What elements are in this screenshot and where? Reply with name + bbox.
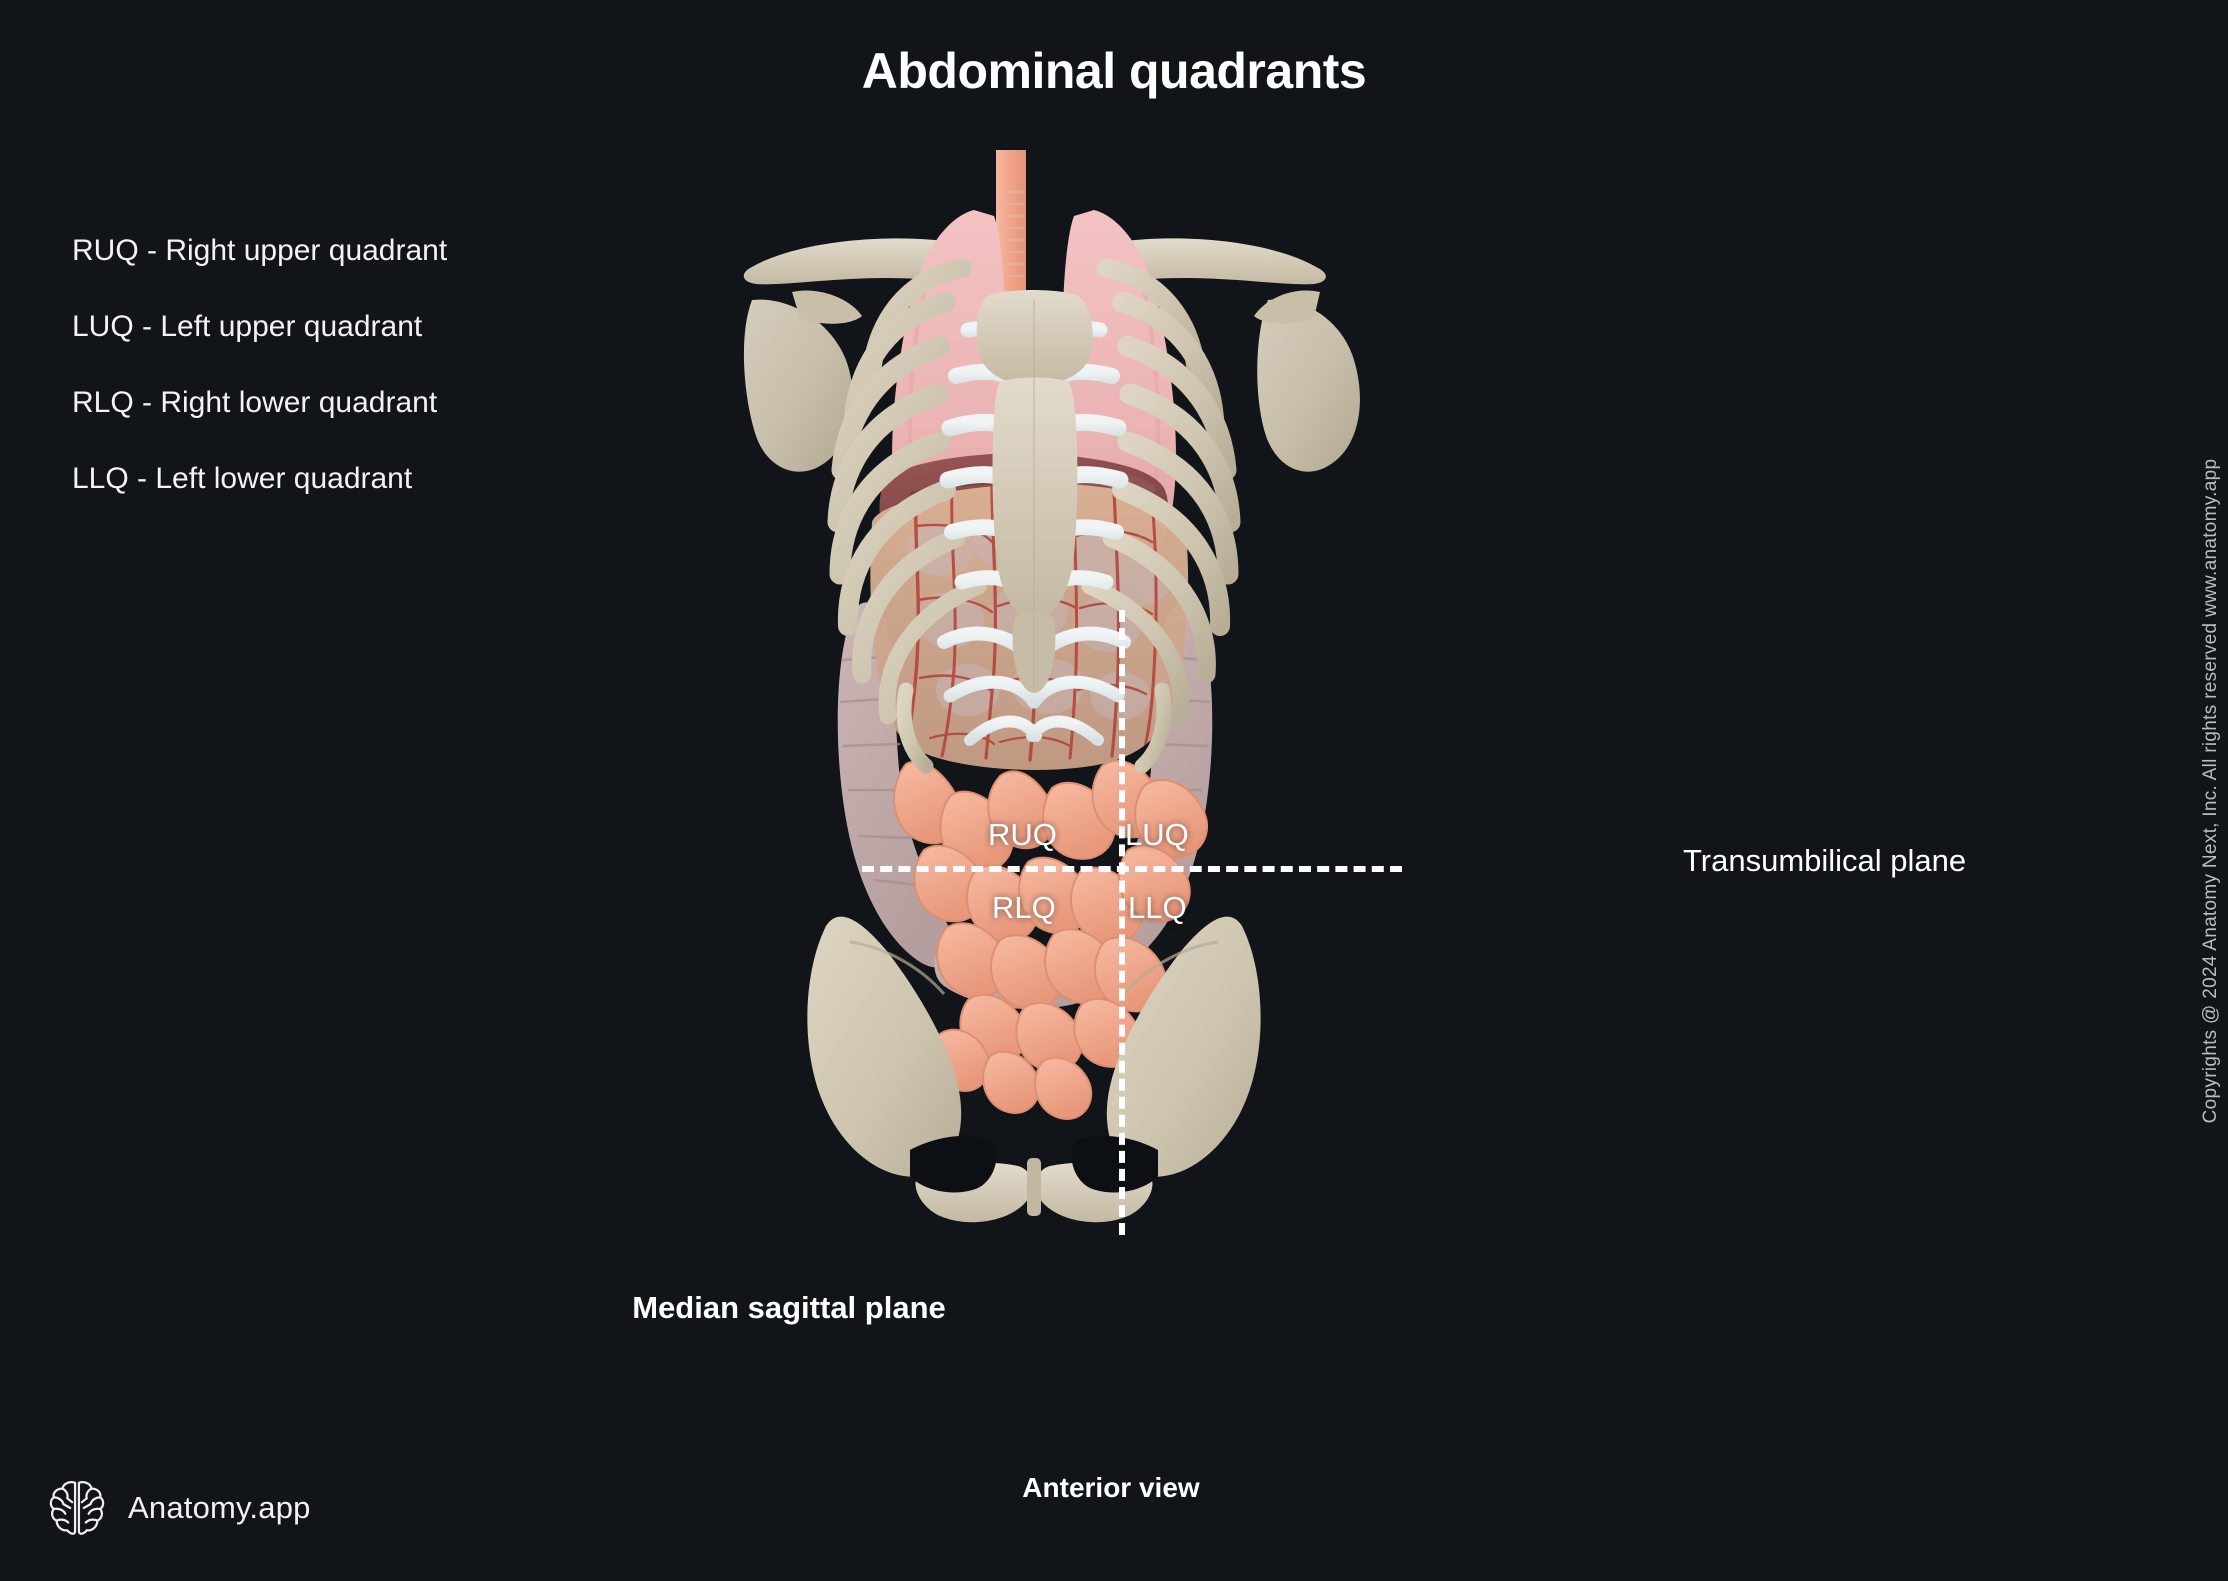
brand-name: Anatomy.app xyxy=(128,1490,311,1525)
median-sagittal-plane-text: Median sagittal plane xyxy=(632,1290,946,1325)
view-label: Anterior view xyxy=(0,1472,2228,1504)
sternum-bone xyxy=(976,290,1093,693)
legend-item-rlq: RLQ - Right lower quadrant xyxy=(72,388,632,418)
copyright-notice: Copyrights @ 2024 Anatomy Next, Inc. All… xyxy=(2200,458,2221,1123)
anatomy-figure xyxy=(700,150,1520,1290)
transumbilical-plane-line xyxy=(862,866,1402,872)
legend-item-luq: LUQ - Left upper quadrant xyxy=(72,312,632,342)
clavicle-bones xyxy=(743,238,1326,285)
legend-item-ruq: RUQ - Right upper quadrant xyxy=(72,236,632,266)
transumbilical-plane-label: Transumbilical plane xyxy=(1683,843,1967,878)
brand-logo: Anatomy.app xyxy=(46,1477,311,1539)
median-sagittal-plane-line xyxy=(1119,610,1125,1235)
brain-icon xyxy=(49,1481,105,1535)
legend-abbr-llq: LLQ - Left lower quadrant xyxy=(72,462,413,495)
quadrant-label-ruq: RUQ xyxy=(988,817,1057,852)
view-label-text: Anterior view xyxy=(1022,1472,1200,1503)
quadrant-label-luq: LUQ xyxy=(1125,817,1189,852)
quadrant-legend: RUQ - Right upper quadrant LUQ - Left up… xyxy=(72,236,632,540)
quadrant-label-llq: LLQ xyxy=(1128,890,1187,925)
torso-anatomy-illustration xyxy=(743,150,1360,1223)
median-sagittal-plane-label: Median sagittal plane xyxy=(0,1290,2228,1326)
legend-item-llq: LLQ - Left lower quadrant xyxy=(72,464,632,494)
scapula-bones xyxy=(743,290,1360,472)
legend-abbr-rlq: RLQ - Right lower quadrant xyxy=(72,386,438,419)
legend-abbr-ruq: RUQ - Right upper quadrant xyxy=(72,234,448,267)
rib-cage-structure xyxy=(827,258,1241,774)
page-title: Abdominal quadrants xyxy=(861,43,1367,99)
legend-abbr-luq: LUQ - Left upper quadrant xyxy=(72,310,423,343)
quadrant-label-rlq: RLQ xyxy=(992,890,1056,925)
